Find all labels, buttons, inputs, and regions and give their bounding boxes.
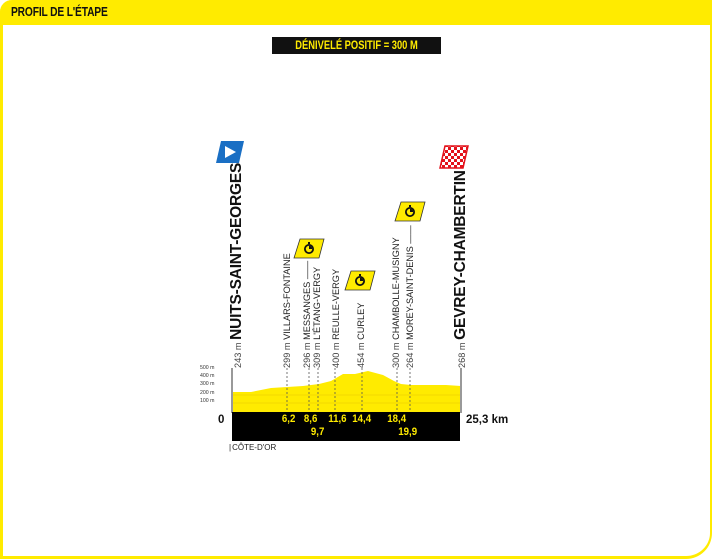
km-marker: 6,2 — [281, 413, 296, 425]
distance-band: 6,2 8,6 9,7 11,6 14,4 18,4 19,9 — [232, 412, 460, 441]
y-tick: 200 m — [200, 390, 215, 396]
waypoint-label: 264 m MOREY-SAINT-DENIS —— — [405, 225, 415, 368]
waypoint-label: 309 m L'ÉTANG-VERGY — [312, 266, 322, 368]
header-bar: PROFIL DE L'ÉTAPE — [0, 0, 712, 25]
y-tick: 100 m — [200, 398, 215, 404]
km-marker: 8,6 — [303, 413, 318, 425]
elevation-gain-badge: DÉNIVELÉ POSITIF = 300 M — [272, 37, 441, 54]
y-tick: 500 m — [200, 365, 215, 371]
department-label: CÔTE-D'OR — [229, 443, 276, 452]
page-title: PROFIL DE L'ÉTAPE — [11, 5, 108, 19]
km-marker: 19,9 — [398, 426, 418, 438]
y-tick: 400 m — [200, 373, 215, 379]
waypoint-label: 299 m VILLARS-FONTAINE — [282, 253, 292, 368]
km-marker: 18,4 — [387, 413, 407, 425]
waypoint-label: 454 m CURLEY — [356, 302, 366, 368]
start-flag-icon — [216, 141, 244, 163]
waypoint-label: 300 m CHAMBOLLE-MUSIGNY — [391, 237, 401, 368]
stopwatch-icon-curley — [344, 270, 376, 291]
waypoint-label: 296 m MESSANGES —— — [302, 260, 312, 368]
start-label: 243 m NUITS-SAINT-GEORGES — [228, 162, 245, 368]
y-tick: 300 m — [200, 381, 215, 387]
waypoint-label: 400 m REULLE-VERGY — [331, 268, 341, 368]
total-distance: 25,3 km — [466, 414, 509, 426]
stopwatch-icon-messanges — [293, 238, 325, 259]
km-marker: 11,6 — [328, 413, 347, 425]
stopwatch-icon-morey — [394, 201, 426, 222]
start-km: 0 — [218, 414, 225, 426]
finish-checkered-flag-icon — [439, 145, 469, 169]
finish-label: 268 m GEVREY-CHAMBERTIN — [452, 170, 469, 368]
elevation-profile — [231, 368, 462, 413]
km-marker: 9,7 — [310, 426, 325, 438]
km-marker: 14,4 — [352, 413, 372, 425]
